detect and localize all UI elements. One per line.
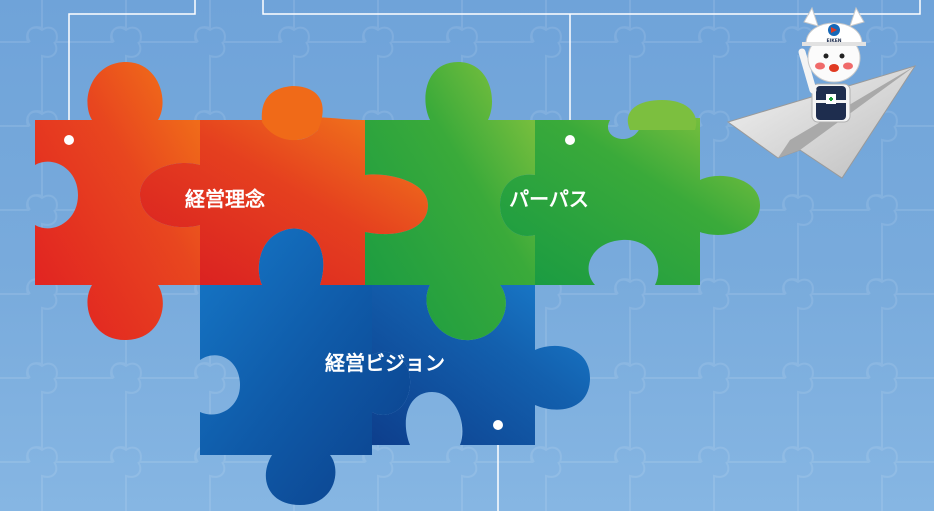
vision-connector-dot xyxy=(493,420,503,430)
purpose-piece-left xyxy=(365,62,535,341)
philosophy-connector-dot xyxy=(64,135,74,145)
connector-purpose xyxy=(262,0,921,140)
purpose-piece-right xyxy=(500,116,760,286)
label-vision: 経営ビジョン xyxy=(325,351,445,375)
label-philosophy: 経営理念 xyxy=(185,187,265,211)
mascot-on-paper-plane: EIKEN xyxy=(726,6,917,179)
philosophy-piece-right xyxy=(140,117,428,285)
purpose-connector-dot xyxy=(565,135,575,145)
puzzle-piece-purpose xyxy=(365,62,760,341)
purpose-knob xyxy=(627,100,697,130)
mascot-arm xyxy=(798,48,817,94)
connector-philosophy xyxy=(68,0,196,140)
philosophy-piece-left xyxy=(35,62,200,340)
mascot-ears xyxy=(803,6,865,27)
first-aid-cross-icon xyxy=(829,97,833,101)
puzzle-piece-philosophy xyxy=(35,62,428,340)
helmet-logo-text: EIKEN xyxy=(826,38,841,44)
label-purpose: パーパス xyxy=(509,187,589,211)
philosophy-knob xyxy=(261,86,323,141)
puzzle-piece-vision xyxy=(200,228,590,506)
vision-piece-right xyxy=(372,285,590,445)
vision-piece-left xyxy=(200,228,411,506)
